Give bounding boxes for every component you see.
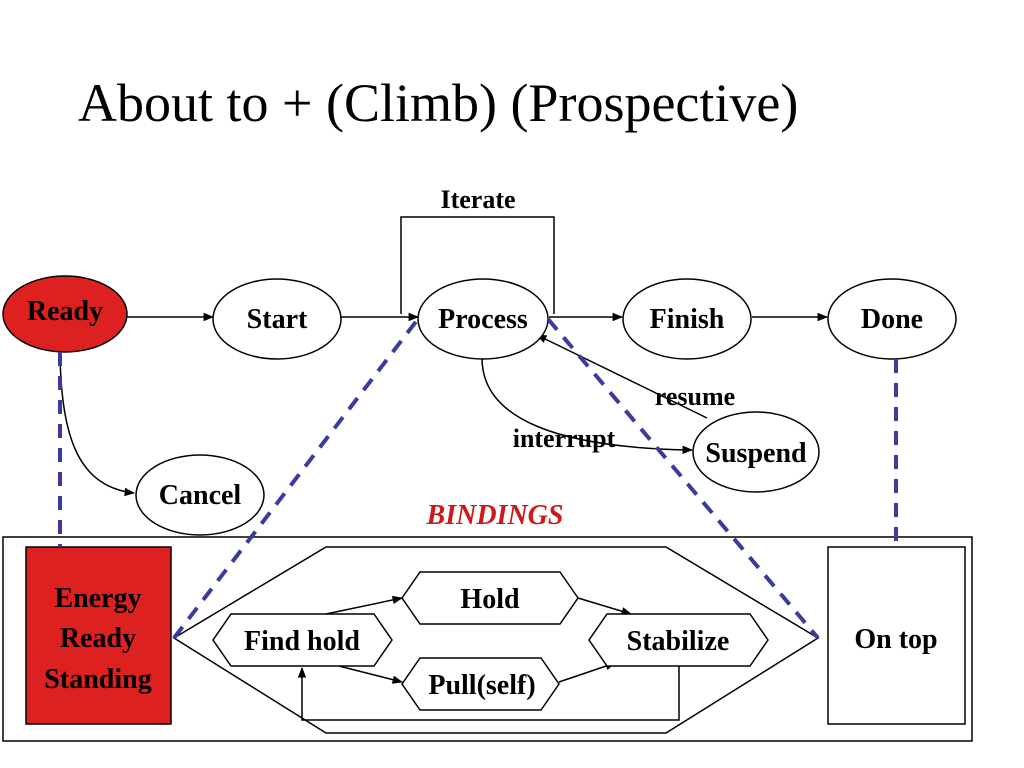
node-hold-label: Hold [460,584,520,615]
edge-interrupt [481,357,694,455]
resume-label: resume [655,382,735,411]
binding-process-left [172,317,420,640]
node-cancel: Cancel [135,454,265,536]
energy-line-2: Ready [60,623,136,654]
node-stabilize: Stabilize [588,613,769,667]
binding-lines [58,317,898,640]
node-suspend-label: Suspend [705,438,807,469]
node-finish-shape [622,278,752,360]
node-done-shape [827,278,957,360]
node-stabilize-label: Stabilize [627,626,730,657]
node-finish-label: Finish [650,304,725,335]
node-hold-shape [401,571,579,625]
on-top-label: On top [854,624,937,655]
edge-findhold-pull [330,663,404,684]
edge-findhold-hold [325,595,404,615]
edge-resume [536,334,708,419]
node-start-shape [212,278,342,360]
edge-ready-cancel [59,346,136,497]
node-cancel-shape [135,454,265,536]
node-ready-shape [2,275,128,353]
node-ready-label: Ready [27,296,103,327]
iterate-loop [400,216,555,314]
energy-line-3: Standing [44,664,151,695]
node-done-label: Done [861,304,923,335]
node-finish: Finish [622,278,752,360]
interrupt-label: interrupt [513,424,616,453]
node-find-hold-label: Find hold [244,626,360,657]
node-pull-self: Pull(self) [401,657,560,711]
edge-hold-stabilize [577,597,633,616]
node-process: Process [417,278,549,360]
node-pull-self-label: Pull(self) [428,670,535,701]
node-cancel-label: Cancel [159,480,242,511]
controller-graph: Iterate resume interrupt Ready Start Pro… [2,185,957,536]
node-start-label: Start [247,304,308,335]
edge-loop-back [297,664,680,721]
energy-box [25,546,172,725]
node-start: Start [212,278,342,360]
node-suspend: Suspend [692,411,820,493]
bindings-frame [2,536,973,742]
node-ready: Ready [2,275,128,353]
node-done: Done [827,278,957,360]
bindings-label: BINDINGS [426,500,564,531]
node-find-hold: Find hold [212,613,393,667]
binding-process-right [546,317,820,640]
node-hold: Hold [401,571,579,625]
node-find-hold-shape [212,613,393,667]
node-pull-self-shape [401,657,560,711]
climb-schema: Energy Ready Standing On top Find hold H… [2,536,973,742]
on-top-box [827,546,966,725]
node-process-label: Process [438,304,528,335]
node-stabilize-shape [588,613,769,667]
node-suspend-shape [692,411,820,493]
energy-line-1: Energy [54,583,141,614]
slide-title: About to + (Climb) (Prospective) [78,73,798,133]
edge-pull-stabilize [558,662,616,683]
iterate-label: Iterate [440,185,515,214]
